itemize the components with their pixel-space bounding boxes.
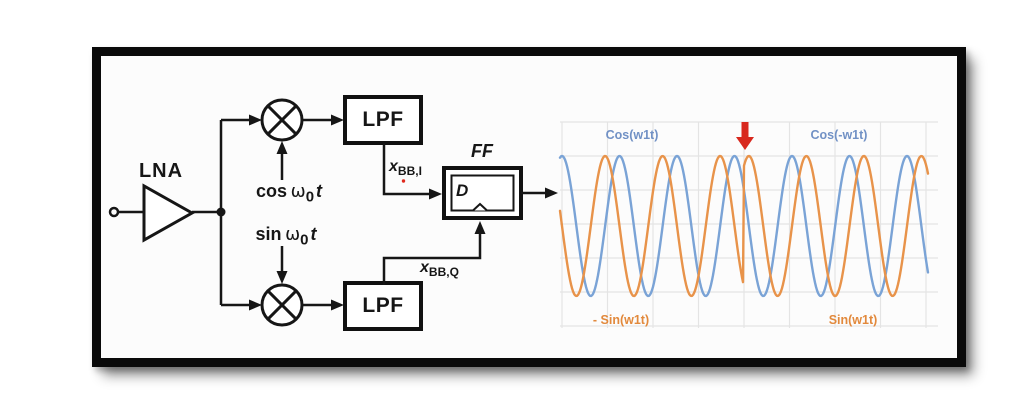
- omega-symbol: ω: [285, 224, 301, 245]
- time-var: t: [316, 181, 323, 201]
- signal-xbbi-label: xBB,I: [389, 158, 422, 179]
- annotation-cos-neg-w1t: Cos(-w1t): [810, 128, 868, 142]
- lpf-q-label: LPF: [362, 294, 404, 317]
- lpf-q-box: [343, 281, 423, 331]
- arrowhead: [276, 271, 288, 284]
- signal-subscript: BB,Q: [428, 265, 459, 280]
- wire-xbbi: [382, 143, 430, 196]
- signal-base: x: [389, 158, 398, 175]
- arrowhead: [276, 141, 288, 154]
- flipflop-d-input-label: D: [456, 181, 469, 200]
- annotation-cos-w1t: Cos(w1t): [605, 128, 659, 142]
- signal-subscript: BB,I: [397, 164, 422, 179]
- arrowhead: [331, 114, 344, 126]
- omega-subscript: 0: [300, 231, 309, 249]
- arrowhead: [429, 188, 442, 200]
- mixer-q-icon: [260, 283, 304, 327]
- omega-subscript: 0: [305, 188, 315, 206]
- flipflop-clock-notch-icon: [472, 202, 488, 212]
- arrowhead: [474, 221, 486, 234]
- wave-q: [558, 154, 930, 298]
- arrowhead: [249, 299, 262, 311]
- signal-xbbq-label: xBB,Q: [420, 259, 459, 280]
- phase-flip-marker-arrow-icon: [736, 122, 754, 150]
- red-speck: [401, 179, 406, 183]
- lna-amplifier-icon: [142, 183, 196, 243]
- omega-symbol: ω: [290, 181, 306, 202]
- annotation-sin-w1t: Sin(w1t): [828, 313, 878, 327]
- arrowhead: [249, 114, 262, 126]
- wire-xbbq: [382, 232, 482, 285]
- input-terminal-icon: [108, 206, 120, 218]
- mixer-i-icon: [260, 98, 304, 142]
- slide-frame: [92, 47, 966, 367]
- arrowhead: [545, 187, 558, 199]
- signal-base: x: [420, 259, 429, 276]
- flipflop-title-label: FF: [471, 141, 493, 161]
- time-var: t: [310, 224, 317, 244]
- cos-fn: cos: [255, 181, 287, 201]
- annotation-neg-sin-w1t: - Sin(w1t): [592, 313, 650, 327]
- arrowhead: [331, 299, 344, 311]
- lpf-i-label: LPF: [362, 108, 404, 131]
- lna-label: LNA: [138, 160, 184, 182]
- sin-fn: sin: [255, 224, 282, 244]
